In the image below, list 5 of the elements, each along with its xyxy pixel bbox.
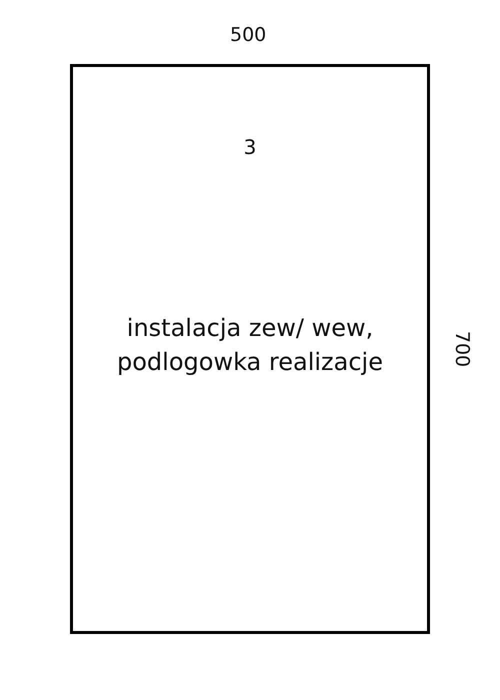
dimension-label: 700: [451, 330, 474, 368]
panel-number: 3: [244, 135, 256, 159]
dimension-label: 500: [230, 24, 266, 46]
description-text: instalacja zew/ wew, podlogowka realizacje: [116, 313, 384, 378]
rectangle-outline: [70, 64, 430, 634]
